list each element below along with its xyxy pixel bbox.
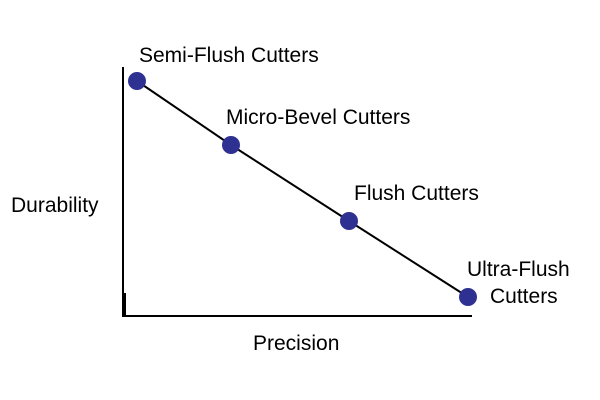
x-axis-label: Precision — [253, 332, 340, 355]
tradeoff-line — [136, 80, 469, 298]
point-label-micro-bevel: Micro-Bevel Cutters — [226, 106, 411, 129]
point-label-semi-flush: Semi-Flush Cutters — [139, 44, 319, 67]
point-label-ultra-flush-line2: Cutters — [490, 285, 558, 308]
marker-ultra-flush — [459, 288, 477, 306]
marker-flush — [340, 212, 358, 230]
y-axis-label: Durability — [11, 194, 99, 217]
point-label-ultra-flush-line1: Ultra-Flush — [467, 258, 570, 281]
point-label-flush: Flush Cutters — [354, 182, 479, 205]
marker-micro-bevel — [222, 136, 240, 154]
marker-semi-flush — [128, 72, 146, 90]
